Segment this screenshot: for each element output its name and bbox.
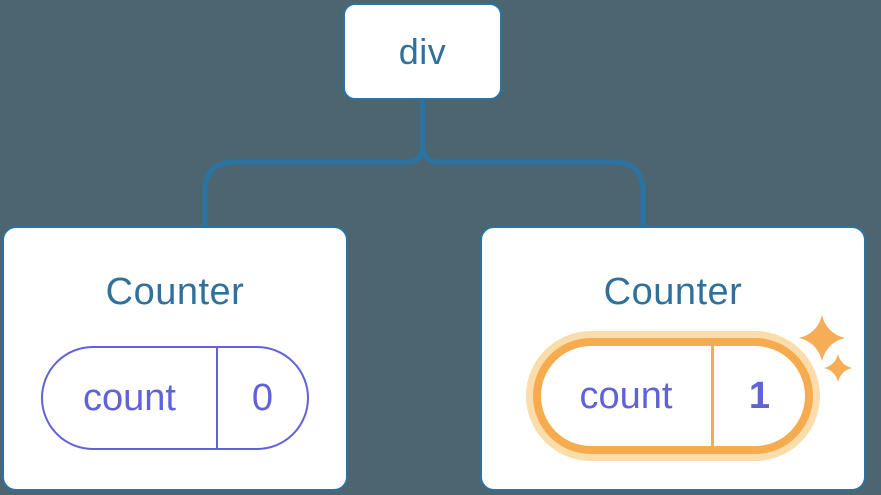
state-pill: count 0: [41, 346, 309, 450]
state-name-cell: count: [579, 374, 673, 417]
root-node-label: div: [398, 30, 447, 72]
sparkle-small: [824, 354, 852, 382]
component-title: Counter: [105, 271, 245, 313]
state-pill-highlight-ring: count 1: [533, 338, 813, 454]
sparkle-large: [799, 315, 845, 361]
counter-card-right: Counter count 1: [480, 226, 866, 491]
state-value-cell: 1: [711, 346, 805, 446]
component-title: Counter: [603, 271, 743, 313]
connector-left-branch: [202, 100, 425, 228]
state-pill-highlight-glow: count 1: [526, 331, 820, 461]
state-value-cell: 0: [216, 348, 307, 448]
root-node-div: div: [343, 3, 502, 100]
state-name-cell: count: [83, 376, 176, 419]
counter-card-left: Counter count 0: [2, 226, 348, 491]
connector-right-branch: [420, 145, 646, 228]
state-pill: count 1: [541, 346, 805, 446]
